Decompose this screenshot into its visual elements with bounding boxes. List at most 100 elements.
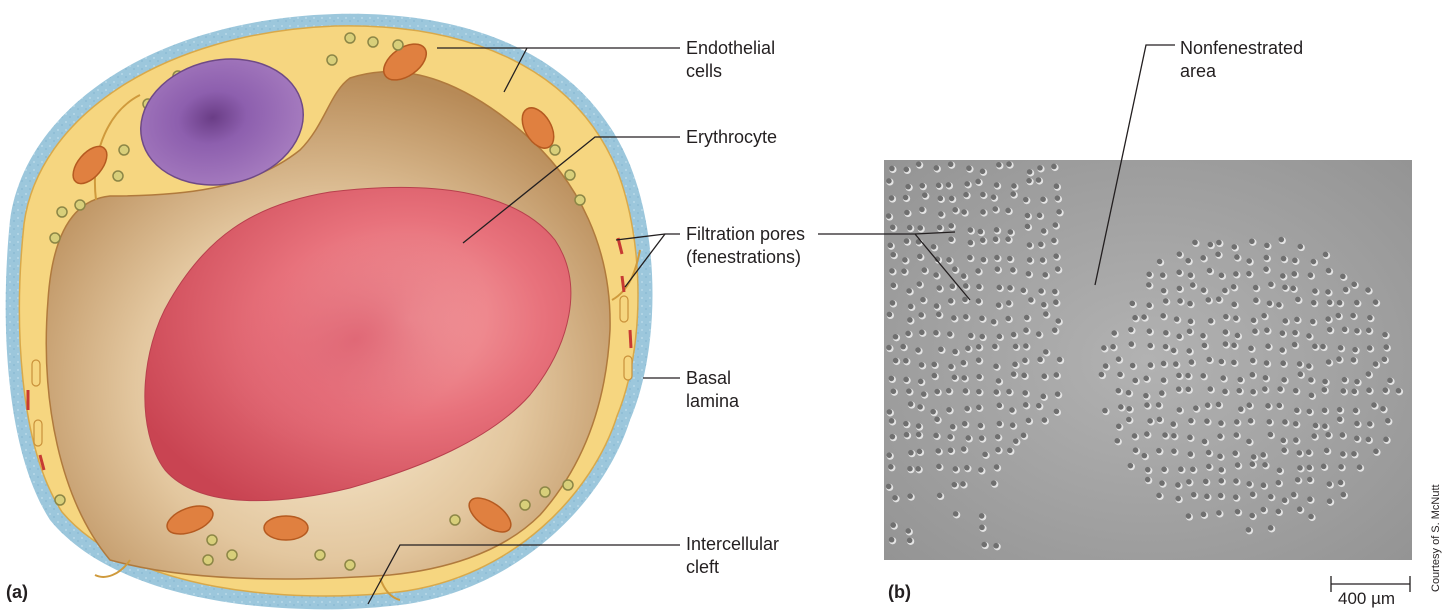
pore (1041, 373, 1047, 379)
pore (1055, 391, 1061, 397)
pore (936, 464, 942, 470)
pore (962, 421, 968, 427)
pore (952, 374, 958, 380)
pore (1380, 406, 1386, 412)
pore (947, 331, 953, 337)
pore (1297, 506, 1303, 512)
pore (961, 273, 967, 279)
pore (916, 161, 922, 167)
pore (1202, 343, 1208, 349)
pore (936, 312, 942, 318)
pore (997, 421, 1003, 427)
pore (1126, 406, 1132, 412)
pore (1357, 464, 1363, 470)
pore (1323, 252, 1329, 258)
pore (1268, 494, 1274, 500)
pore (1281, 438, 1287, 444)
pore (1206, 464, 1212, 470)
pore (1268, 432, 1274, 438)
pore (1174, 316, 1180, 322)
pore (952, 207, 958, 213)
capillary-cross-section (6, 14, 653, 610)
pore (964, 181, 970, 187)
pore (995, 447, 1001, 453)
pore (893, 334, 899, 340)
pore (1220, 375, 1226, 381)
pore (1265, 343, 1271, 349)
pore (949, 196, 955, 202)
pore (965, 435, 971, 441)
pore (964, 406, 970, 412)
pore (1027, 169, 1033, 175)
pore (1040, 196, 1046, 202)
pore (976, 284, 982, 290)
pore (919, 183, 925, 189)
pore (1353, 408, 1359, 414)
pore (1055, 266, 1061, 272)
pore (1147, 343, 1153, 349)
pore (1396, 388, 1402, 394)
pore (995, 266, 1001, 272)
pore (979, 513, 985, 519)
pore (931, 244, 937, 250)
pore (992, 344, 998, 350)
pore (1054, 372, 1060, 378)
pore (887, 312, 893, 318)
pore (1175, 496, 1181, 502)
pore (1281, 447, 1287, 453)
pore (1055, 195, 1061, 201)
pore (952, 349, 958, 355)
pore (1308, 514, 1314, 520)
pore (1021, 287, 1027, 293)
pore (1200, 255, 1206, 261)
pore (938, 346, 944, 352)
pore (1385, 418, 1391, 424)
pore (1040, 257, 1046, 263)
pore (1297, 465, 1303, 471)
pore (1208, 242, 1214, 248)
pore (918, 312, 924, 318)
pore (1217, 453, 1223, 459)
pore (1219, 273, 1225, 279)
pore (1264, 327, 1270, 333)
pore (978, 467, 984, 473)
pore (1051, 238, 1057, 244)
pore (1132, 315, 1138, 321)
pore (1282, 284, 1288, 290)
pore (1324, 448, 1330, 454)
pore (1056, 209, 1062, 215)
pore (902, 257, 908, 263)
pore (886, 484, 892, 490)
pore (1132, 433, 1138, 439)
pore (915, 347, 921, 353)
pore (1160, 313, 1166, 319)
pore (1235, 462, 1241, 468)
pore (1129, 301, 1135, 307)
pore (1118, 404, 1124, 410)
pore (1126, 417, 1132, 423)
pore (904, 210, 910, 216)
pore (1366, 328, 1372, 334)
pore (1279, 347, 1285, 353)
pore (919, 362, 925, 368)
pore (1023, 402, 1029, 408)
pore (997, 334, 1003, 340)
pore (1383, 344, 1389, 350)
pore (1157, 417, 1163, 423)
pore (1280, 273, 1286, 279)
pore (1037, 165, 1043, 171)
pore (1006, 300, 1012, 306)
pore (1249, 238, 1255, 244)
pore (889, 418, 895, 424)
pore (1147, 328, 1153, 334)
pore (933, 330, 939, 336)
pore (976, 344, 982, 350)
pore (946, 257, 952, 263)
pore (1052, 327, 1058, 333)
pore (1202, 439, 1208, 445)
pore (1141, 314, 1147, 320)
pore (1187, 301, 1193, 307)
pore (1143, 393, 1149, 399)
pore (950, 424, 956, 430)
